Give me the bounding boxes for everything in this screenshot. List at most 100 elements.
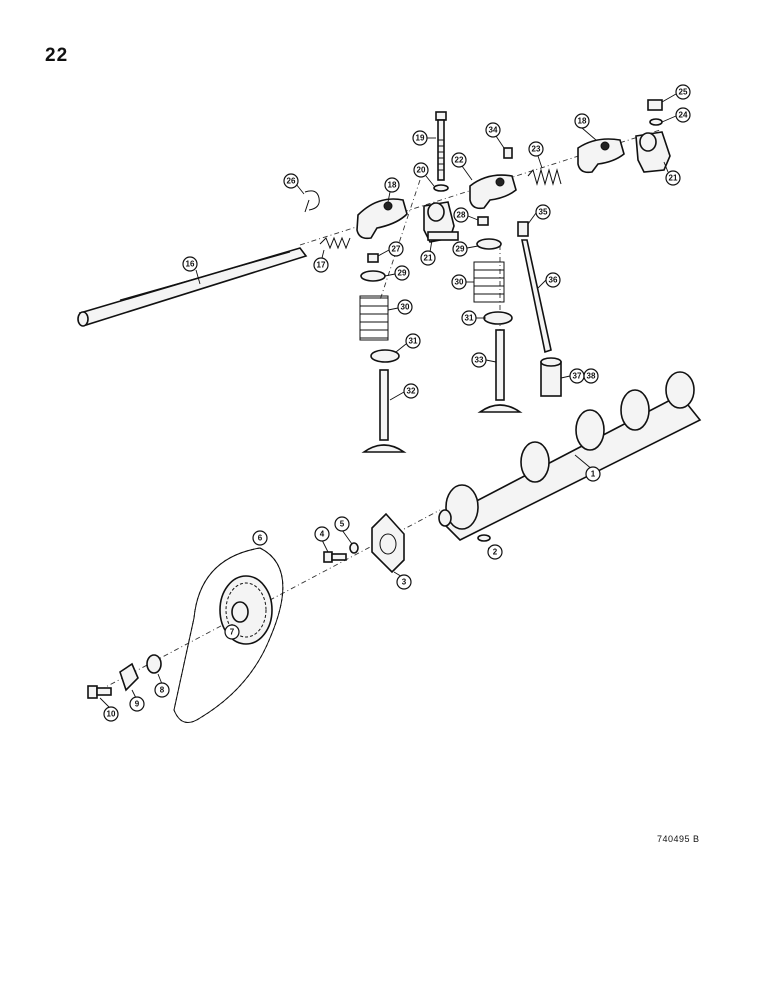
valve-stack-left	[359, 253, 407, 453]
svg-text:37: 37	[573, 372, 582, 381]
callout-21a: 21	[420, 239, 436, 266]
retaining-pin	[304, 190, 320, 213]
callout-21b: 21	[663, 161, 681, 186]
svg-text:38: 38	[587, 372, 596, 381]
callout-17: 17	[313, 249, 329, 273]
shaft-spring-left	[319, 236, 351, 250]
plate-bolt	[323, 551, 347, 563]
svg-text:7: 7	[230, 628, 235, 637]
washer-24	[649, 118, 663, 126]
rocker-arm-middle	[469, 174, 517, 210]
bracket-bolt	[435, 111, 447, 181]
valve-tappet	[540, 357, 562, 397]
svg-text:36: 36	[549, 276, 558, 285]
rocker-arm-right	[577, 138, 625, 174]
callout-18b: 18	[574, 113, 597, 141]
rocker-arm-left	[356, 198, 408, 240]
callout-7: 7	[224, 624, 240, 640]
svg-text:9: 9	[135, 700, 140, 709]
callout-34: 34	[485, 122, 505, 149]
callout-30a: 30	[387, 299, 413, 315]
page-number: 22	[45, 45, 69, 66]
camshaft	[438, 371, 702, 541]
svg-text:16: 16	[186, 260, 195, 269]
svg-text:5: 5	[340, 520, 345, 529]
svg-text:31: 31	[409, 337, 418, 346]
callout-27: 27	[377, 241, 404, 257]
svg-text:20: 20	[417, 166, 426, 175]
woodruff-key	[477, 534, 491, 542]
sprocket-spacer	[146, 654, 162, 674]
svg-text:27: 27	[392, 245, 401, 254]
callout-37: 37	[560, 368, 585, 384]
svg-text:30: 30	[455, 278, 464, 287]
callout-20: 20	[413, 162, 435, 187]
svg-text:33: 33	[475, 356, 484, 365]
svg-text:17: 17	[317, 261, 326, 270]
callout-31a: 31	[395, 333, 421, 353]
svg-text:6: 6	[258, 534, 263, 543]
callout-3: 3	[393, 571, 412, 590]
svg-text:32: 32	[407, 387, 416, 396]
rocker-bracket-left	[423, 201, 459, 243]
svg-text:29: 29	[456, 245, 465, 254]
svg-text:21: 21	[669, 174, 678, 183]
callout-30b: 30	[451, 274, 474, 290]
nut-25	[647, 99, 663, 111]
callout-8: 8	[154, 673, 170, 698]
callout-29b: 29	[452, 241, 479, 257]
bolt-washer	[433, 184, 449, 192]
svg-text:2: 2	[493, 548, 498, 557]
callout-25: 25	[661, 84, 691, 103]
svg-text:8: 8	[160, 686, 165, 695]
callout-19: 19	[412, 130, 436, 146]
lock-plate	[119, 662, 139, 692]
callout-23: 23	[528, 141, 544, 169]
callout-32: 32	[389, 383, 419, 401]
svg-text:10: 10	[107, 710, 116, 719]
callout-22: 22	[451, 152, 473, 181]
sprocket-bolt	[87, 685, 112, 699]
callout-6: 6	[252, 530, 268, 546]
adjusting-screw	[503, 147, 513, 159]
callout-29a: 29	[384, 265, 410, 281]
callout-9: 9	[129, 689, 145, 712]
callout-24: 24	[661, 107, 691, 123]
callout-31b: 31	[461, 310, 486, 326]
callout-16: 16	[182, 256, 201, 285]
callout-38: 38	[583, 368, 599, 384]
callout-10: 10	[99, 697, 119, 722]
rocker-bracket-right	[635, 131, 671, 173]
part-callouts: 1 2 3 4 5 6 7 8 9 10 16 17 18 18 19 20 2…	[99, 84, 691, 722]
callout-2: 2	[487, 544, 503, 560]
callout-5: 5	[334, 516, 353, 545]
shaft-spring-middle	[527, 168, 562, 186]
svg-text:3: 3	[402, 578, 407, 587]
svg-text:28: 28	[457, 211, 466, 220]
svg-text:22: 22	[455, 156, 464, 165]
svg-text:35: 35	[539, 208, 548, 217]
figure-code: 740495 B	[657, 834, 700, 844]
callout-4: 4	[314, 526, 330, 553]
svg-text:29: 29	[398, 269, 407, 278]
callout-1: 1	[574, 454, 601, 482]
callout-18a: 18	[384, 177, 400, 203]
svg-text:30: 30	[401, 303, 410, 312]
svg-text:21: 21	[424, 254, 433, 263]
callout-36: 36	[537, 272, 561, 289]
svg-text:24: 24	[679, 111, 688, 120]
svg-text:18: 18	[388, 181, 397, 190]
callout-28: 28	[453, 207, 479, 223]
timing-chain	[173, 547, 284, 723]
svg-text:25: 25	[679, 88, 688, 97]
svg-text:23: 23	[532, 145, 541, 154]
callout-26: 26	[283, 173, 305, 195]
svg-text:31: 31	[465, 314, 474, 323]
callout-33: 33	[471, 352, 497, 368]
svg-text:4: 4	[320, 530, 325, 539]
push-rod	[517, 221, 552, 354]
svg-text:1: 1	[591, 470, 596, 479]
rocker-shaft	[77, 247, 308, 327]
plate-washer	[349, 542, 359, 554]
